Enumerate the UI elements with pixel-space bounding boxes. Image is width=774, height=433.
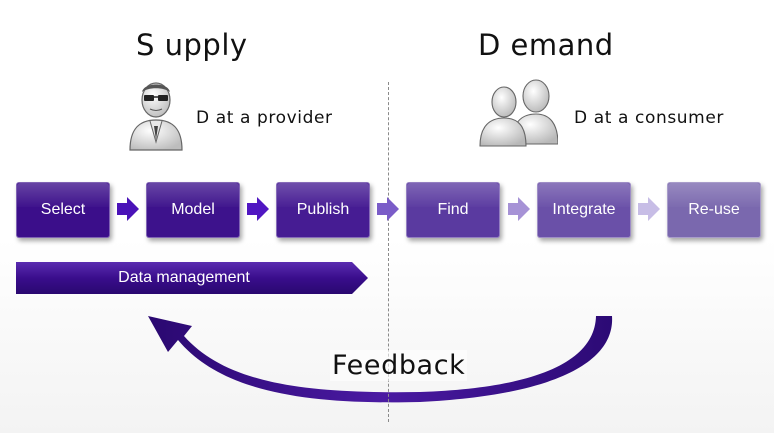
data-management-arrow-shape <box>16 262 368 294</box>
supply-demand-divider <box>388 82 389 422</box>
arrow-right-icon <box>638 197 660 221</box>
step-reuse-label: Re-use <box>688 201 740 218</box>
arrow-right-icon <box>117 197 139 221</box>
step-integrate-label: Integrate <box>552 201 616 218</box>
step-select[interactable]: Select <box>16 182 110 238</box>
step-find[interactable]: Find <box>406 182 500 238</box>
feedback-label: Feedback <box>330 350 468 381</box>
person-with-glasses-icon <box>129 82 183 151</box>
arrow-right-icon <box>247 197 269 221</box>
step-select-label: Select <box>40 201 86 218</box>
step-publish-label: Publish <box>296 201 350 218</box>
step-integrate[interactable]: Integrate <box>537 182 631 238</box>
consumer-label: D at a consumer <box>574 108 724 128</box>
people-group-icon <box>479 79 558 147</box>
step-find-label: Find <box>437 201 469 218</box>
provider-label: D at a provider <box>196 108 333 128</box>
step-reuse[interactable]: Re-use <box>667 182 761 238</box>
arrow-right-icon <box>508 197 530 221</box>
demand-heading: D emand <box>478 28 614 62</box>
step-publish[interactable]: Publish <box>276 182 370 238</box>
data-management-label: Data management <box>118 269 250 286</box>
supply-heading: S upply <box>136 28 248 62</box>
step-model[interactable]: Model <box>146 182 240 238</box>
arrow-right-icon <box>377 197 399 221</box>
data-management-bar: Data management <box>16 260 370 298</box>
step-model-label: Model <box>171 201 215 218</box>
